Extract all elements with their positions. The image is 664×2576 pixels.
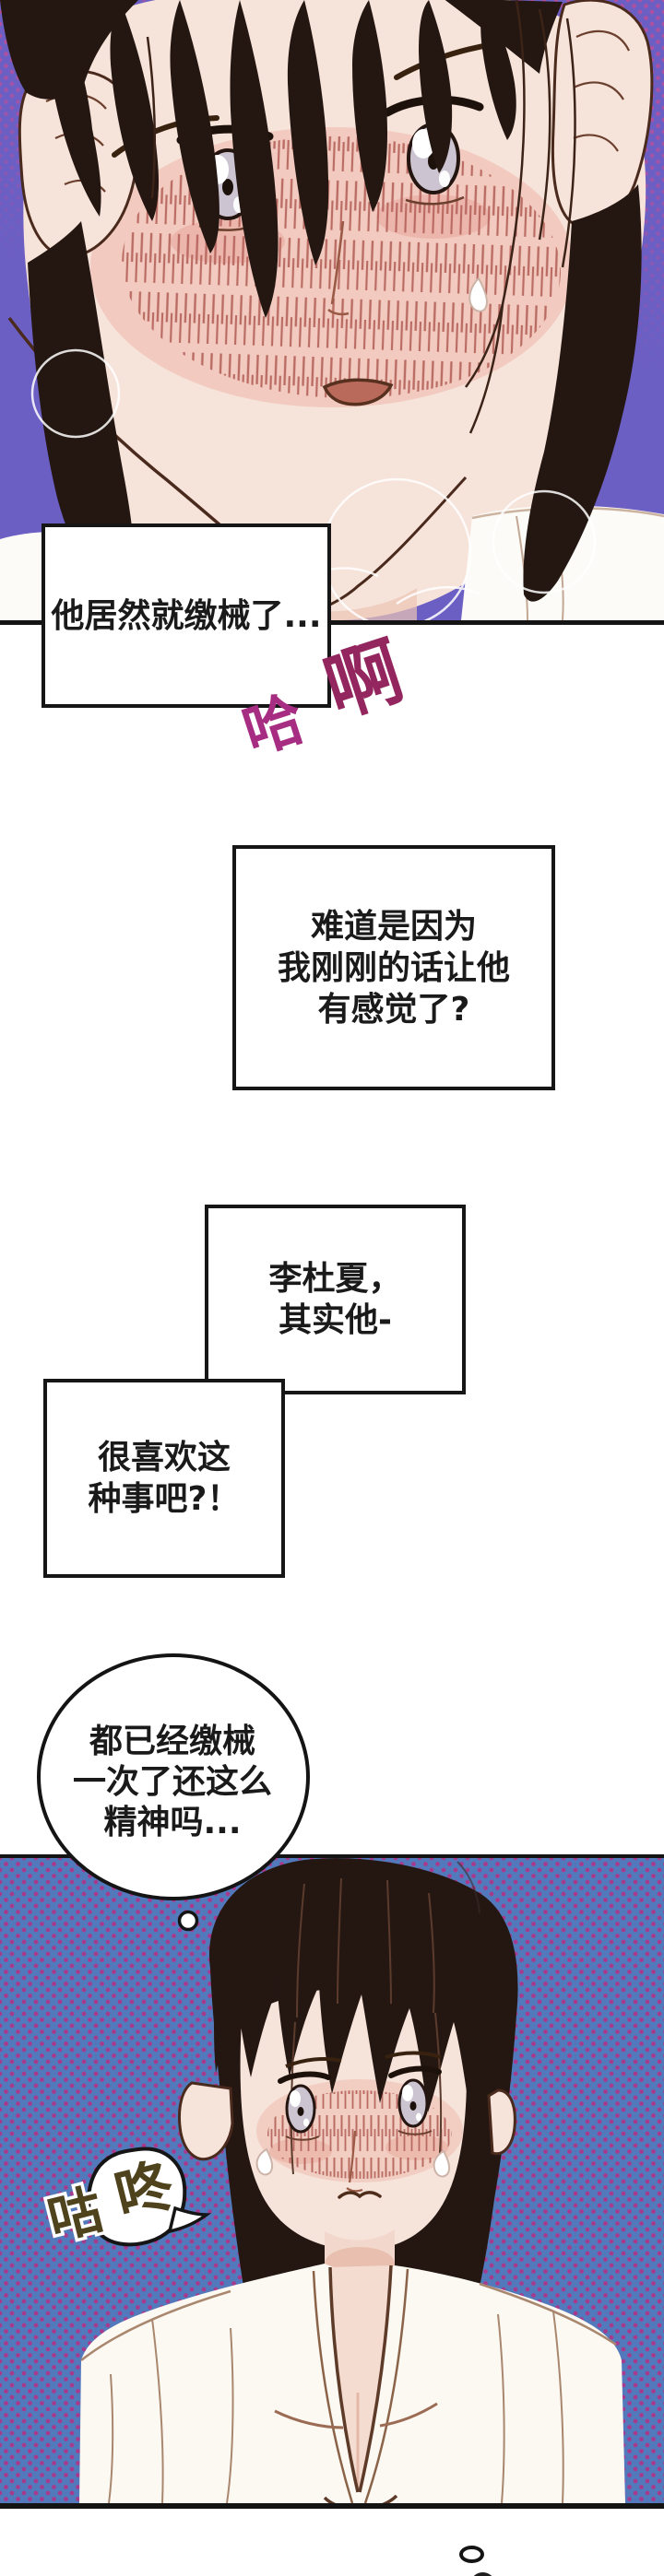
collarbones bbox=[274, 2402, 438, 2429]
sweat-drop-icon bbox=[468, 276, 488, 312]
ears bbox=[18, 0, 654, 258]
hair-strand bbox=[456, 1861, 480, 1914]
right-ear bbox=[487, 2088, 516, 2156]
right-eye bbox=[388, 2065, 442, 2135]
sweat-drop-icon bbox=[433, 2149, 451, 2178]
sfx-gudong: 咕 咚 bbox=[39, 2147, 212, 2254]
left-eye bbox=[278, 2071, 331, 2141]
mouth-frown bbox=[338, 2191, 382, 2199]
v-neck bbox=[312, 2264, 409, 2503]
thought-line: 精神吗... bbox=[103, 1804, 242, 1841]
speech-box-3: 李杜夏， 其实他- bbox=[205, 1205, 466, 1394]
speech-line: 难道是因为 bbox=[310, 907, 477, 946]
speech-line: 李杜夏， bbox=[268, 1260, 402, 1298]
panel-1-illustration bbox=[0, 0, 664, 620]
left-ear bbox=[178, 2081, 234, 2161]
nose bbox=[327, 220, 350, 316]
speech-line: 很喜欢这 bbox=[97, 1439, 231, 1476]
speech-line: 我刚刚的话让他 bbox=[277, 948, 510, 987]
speech-box-4: 很喜欢这 种事吧?！ bbox=[43, 1379, 285, 1578]
thought-tail-icon bbox=[177, 1910, 199, 1932]
mouth bbox=[322, 378, 394, 406]
speech-box-1: 他居然就缴械了... bbox=[42, 523, 331, 708]
speech-line: 有感觉了? bbox=[317, 990, 470, 1029]
sweat-drop-icon bbox=[255, 2147, 274, 2176]
speech-box-2: 难道是因为 我刚刚的话让他 有感觉了? bbox=[232, 845, 555, 1090]
hair bbox=[0, 0, 642, 602]
thought-line: 一次了还这么 bbox=[72, 1763, 272, 1801]
speech-line: 其实他- bbox=[279, 1301, 392, 1339]
eyebrows bbox=[285, 2051, 442, 2068]
thought-text: 都已经缴械 一次了还这么 精神吗... bbox=[48, 1722, 297, 1843]
panel-2-illustration bbox=[79, 1858, 625, 2503]
bangs bbox=[214, 1876, 501, 2128]
trail-circle bbox=[470, 2572, 495, 2576]
thought-line: 都已经缴械 bbox=[89, 1723, 255, 1760]
sfx-haa-char-2: 啊 bbox=[314, 627, 414, 735]
speech-text: 他居然就缴械了... bbox=[51, 596, 322, 635]
nose bbox=[346, 2130, 363, 2193]
hair-strands bbox=[146, 0, 576, 434]
trail-circle bbox=[459, 2546, 484, 2563]
speech-line: 种事吧?！ bbox=[88, 1480, 241, 1518]
